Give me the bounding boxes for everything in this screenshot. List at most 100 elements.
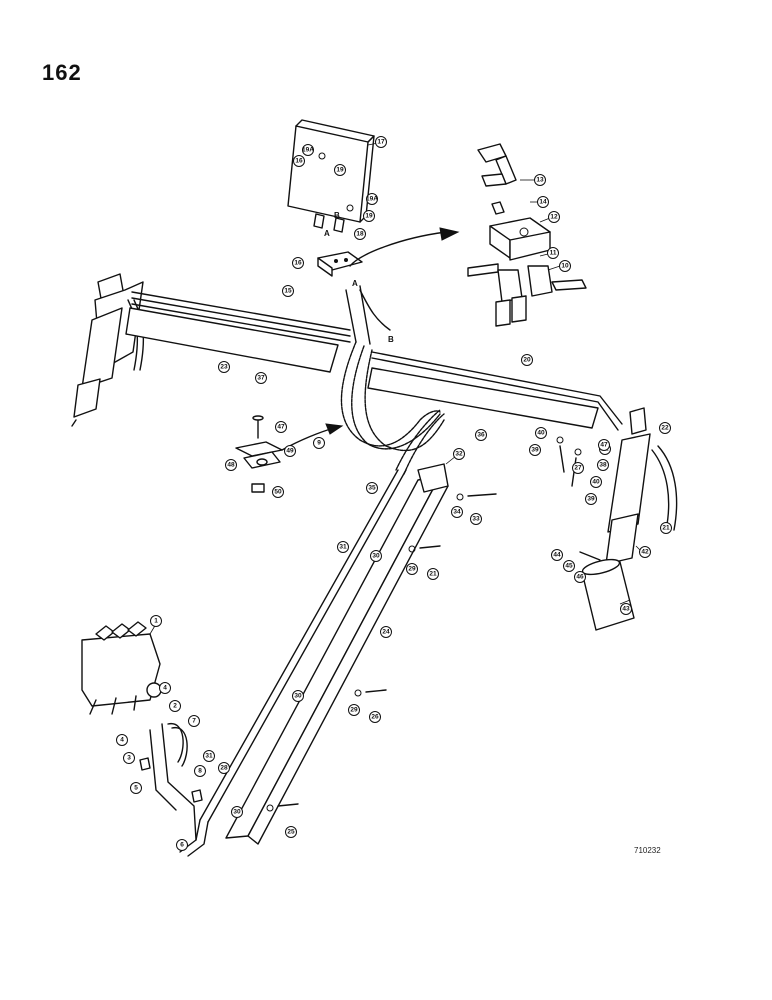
callout-18: 18 (354, 228, 366, 240)
svg-text:43: 43 (622, 606, 630, 613)
svg-text:12: 12 (550, 214, 558, 221)
inset-valve-detail (467, 143, 587, 327)
figure-code: 710232 (634, 846, 661, 855)
callout-47a: 47 (275, 421, 287, 433)
callout-40b: 40 (590, 476, 602, 488)
callout-29a: 29 (406, 563, 418, 575)
svg-text:30: 30 (294, 693, 302, 700)
hose-clamp (235, 415, 344, 493)
callout-16a: 16 (292, 257, 304, 269)
svg-text:19A: 19A (366, 196, 378, 203)
callout-46: 46 (574, 571, 586, 583)
callout-21a: 21 (660, 522, 672, 534)
left-cylinder (71, 273, 145, 427)
svg-text:9: 9 (317, 440, 321, 447)
svg-text:30: 30 (372, 553, 380, 560)
control-valve-bank (81, 621, 203, 841)
callout-39a: 39 (529, 444, 541, 456)
svg-text:2: 2 (173, 703, 177, 710)
svg-text:16: 16 (294, 260, 302, 267)
callout-23: 23 (218, 361, 230, 373)
callout-30a: 30 (370, 550, 382, 562)
left-boom-arm (125, 291, 351, 373)
svg-text:47: 47 (600, 442, 608, 449)
svg-text:42: 42 (641, 549, 649, 556)
svg-text:19: 19 (336, 167, 344, 174)
callout-31a: 31 (337, 541, 349, 553)
svg-text:47: 47 (277, 424, 285, 431)
svg-text:31: 31 (205, 753, 213, 760)
callout-50: 50 (272, 486, 284, 498)
svg-text:13: 13 (536, 177, 544, 184)
callout-14: 14 (530, 196, 549, 208)
hydraulic-hoses (340, 285, 445, 475)
callout-29b: 29 (348, 704, 360, 716)
svg-text:3: 3 (127, 755, 131, 762)
svg-text:49: 49 (286, 448, 294, 455)
main-boom-beam (179, 463, 449, 857)
svg-text:38: 38 (599, 462, 607, 469)
callout-5: 5 (130, 782, 142, 794)
svg-text:26: 26 (371, 714, 379, 721)
svg-text:34: 34 (453, 509, 461, 516)
svg-text:45: 45 (565, 563, 573, 570)
svg-text:20: 20 (523, 357, 531, 364)
svg-text:25: 25 (287, 829, 295, 836)
callout-25: 25 (285, 826, 297, 838)
callout-33: 33 (470, 513, 482, 525)
callout-43: 43 (619, 599, 632, 615)
svg-text:21: 21 (662, 525, 670, 532)
callout-3: 3 (123, 752, 135, 764)
svg-text:27: 27 (574, 465, 582, 472)
callout-38: 38 (597, 459, 609, 471)
svg-text:1: 1 (154, 618, 158, 625)
svg-text:18: 18 (356, 231, 364, 238)
callout-40a: 40 (535, 427, 547, 439)
callout-30c: 30 (231, 806, 243, 818)
port-label-a-lower: A (352, 279, 358, 288)
svg-text:50: 50 (274, 489, 282, 496)
svg-text:39: 39 (587, 496, 595, 503)
svg-text:24: 24 (382, 629, 390, 636)
svg-text:23: 23 (220, 364, 228, 371)
callout-2: 2 (169, 700, 181, 712)
callout-20: 20 (521, 354, 533, 366)
bolt-hardware (266, 436, 601, 812)
callout-19b: 19 (363, 210, 375, 222)
port-label-b-upper: B (334, 211, 340, 220)
svg-text:4: 4 (120, 737, 124, 744)
svg-text:6: 6 (180, 842, 184, 849)
callout-39b: 39 (585, 493, 597, 505)
svg-text:29: 29 (350, 707, 358, 714)
svg-text:15: 15 (284, 288, 292, 295)
callout-11: 11 (539, 247, 559, 259)
callout-1: 1 (149, 615, 162, 635)
callout-45: 45 (563, 560, 575, 572)
callout-4a: 4 (159, 682, 171, 694)
svg-text:31: 31 (339, 544, 347, 551)
callout-49: 49 (284, 445, 296, 457)
callout-19A-a: 19A (302, 144, 314, 156)
svg-text:44: 44 (553, 552, 561, 559)
svg-text:39: 39 (531, 447, 539, 454)
callout-12: 12 (539, 211, 560, 223)
svg-text:28: 28 (220, 765, 228, 772)
callout-22: 22 (659, 422, 671, 434)
callout-31b: 31 (203, 750, 215, 762)
callout-16b: 16 (293, 155, 305, 167)
svg-text:19: 19 (365, 213, 373, 220)
port-label-b-lower: B (388, 335, 394, 344)
callout-8: 8 (194, 765, 206, 777)
svg-text:17: 17 (377, 139, 385, 146)
svg-text:32: 32 (455, 451, 463, 458)
callout-36: 36 (475, 429, 487, 441)
callout-19a: 19 (334, 164, 346, 176)
callout-30b: 30 (292, 690, 304, 702)
port-label-a-upper: A (324, 229, 330, 238)
svg-text:16: 16 (295, 158, 303, 165)
callout-35: 35 (366, 482, 378, 494)
svg-text:8: 8 (198, 768, 202, 775)
callout-10: 10 (547, 260, 571, 272)
callout-24: 24 (380, 626, 392, 638)
